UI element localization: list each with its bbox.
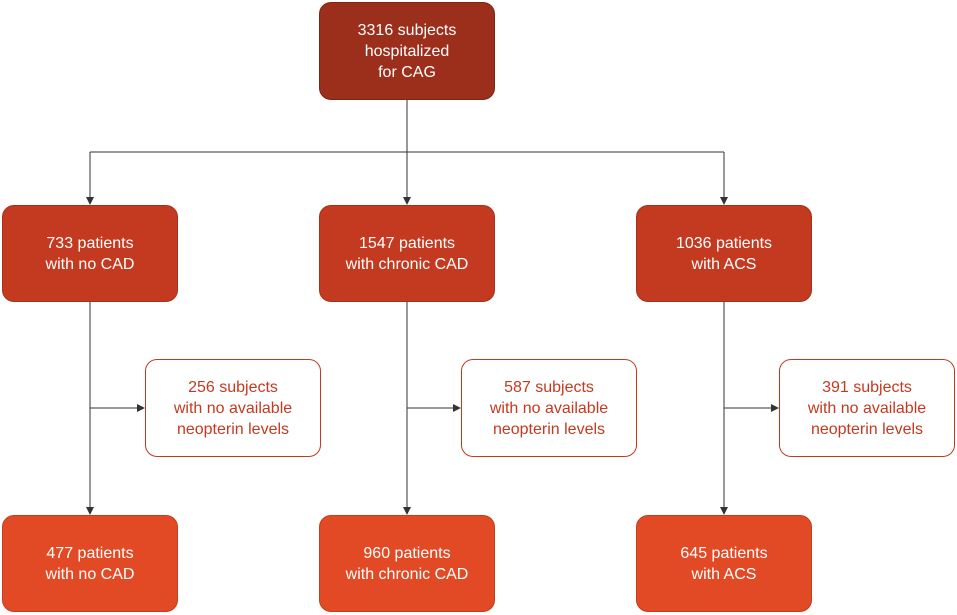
acs-label-text: with ACS bbox=[691, 255, 757, 273]
acs-final-box: 645 patients with ACS bbox=[636, 515, 812, 612]
no-cad-label-text: with no CAD bbox=[45, 255, 135, 273]
no-cad-final-box: 477 patients with no CAD bbox=[2, 515, 178, 612]
chronic-cad-final-count-text: 960 patients bbox=[363, 544, 451, 562]
chronic-cad-count-text: 1547 patients bbox=[358, 234, 456, 252]
chronic-cad-exclusion-box: 587 subjects with no available neopterin… bbox=[461, 359, 637, 457]
acs-exclusion-line-3: neopterin levels bbox=[810, 420, 924, 438]
acs-exclusion-box: 391 subjects with no available neopterin… bbox=[779, 359, 955, 457]
chronic-cad-final-box: 960 patients with chronic CAD bbox=[319, 515, 495, 612]
root-line-3: for CAG bbox=[378, 63, 436, 81]
acs-final-count-text: 645 patients bbox=[680, 544, 768, 562]
no-cad-final-count-text: 477 patients bbox=[46, 544, 134, 562]
chronic-cad-exclusion-line-1: 587 subjects bbox=[504, 378, 594, 396]
no-cad-exclusion-line-2: with no available bbox=[173, 399, 293, 417]
root-line-2: hospitalized bbox=[364, 42, 450, 60]
acs-exclusion-line-2: with no available bbox=[807, 399, 927, 417]
chronic-cad-patients-box: 1547 patients with chronic CAD bbox=[319, 205, 495, 302]
acs-final-label-text: with ACS bbox=[691, 565, 757, 583]
no-cad-patients-box: 733 patients with no CAD bbox=[2, 205, 178, 302]
chronic-cad-exclusion-line-3: neopterin levels bbox=[492, 420, 606, 438]
cag-subjects-box: 3316 subjects hospitalized for CAG bbox=[319, 2, 495, 100]
chronic-cad-label-text: with chronic CAD bbox=[345, 255, 469, 273]
no-cad-final-label-text: with no CAD bbox=[45, 565, 135, 583]
no-cad-exclusion-line-1: 256 subjects bbox=[188, 378, 278, 396]
no-cad-count-text: 733 patients bbox=[46, 234, 134, 252]
acs-exclusion-line-1: 391 subjects bbox=[822, 378, 912, 396]
chronic-cad-exclusion-line-2: with no available bbox=[489, 399, 609, 417]
acs-count-text: 1036 patients bbox=[675, 234, 773, 252]
no-cad-exclusion-line-3: neopterin levels bbox=[176, 420, 290, 438]
root-line-1: 3316 subjects bbox=[357, 21, 457, 39]
acs-patients-box: 1036 patients with ACS bbox=[636, 205, 812, 302]
chronic-cad-final-label-text: with chronic CAD bbox=[345, 565, 469, 583]
no-cad-exclusion-box: 256 subjects with no available neopterin… bbox=[145, 359, 321, 457]
